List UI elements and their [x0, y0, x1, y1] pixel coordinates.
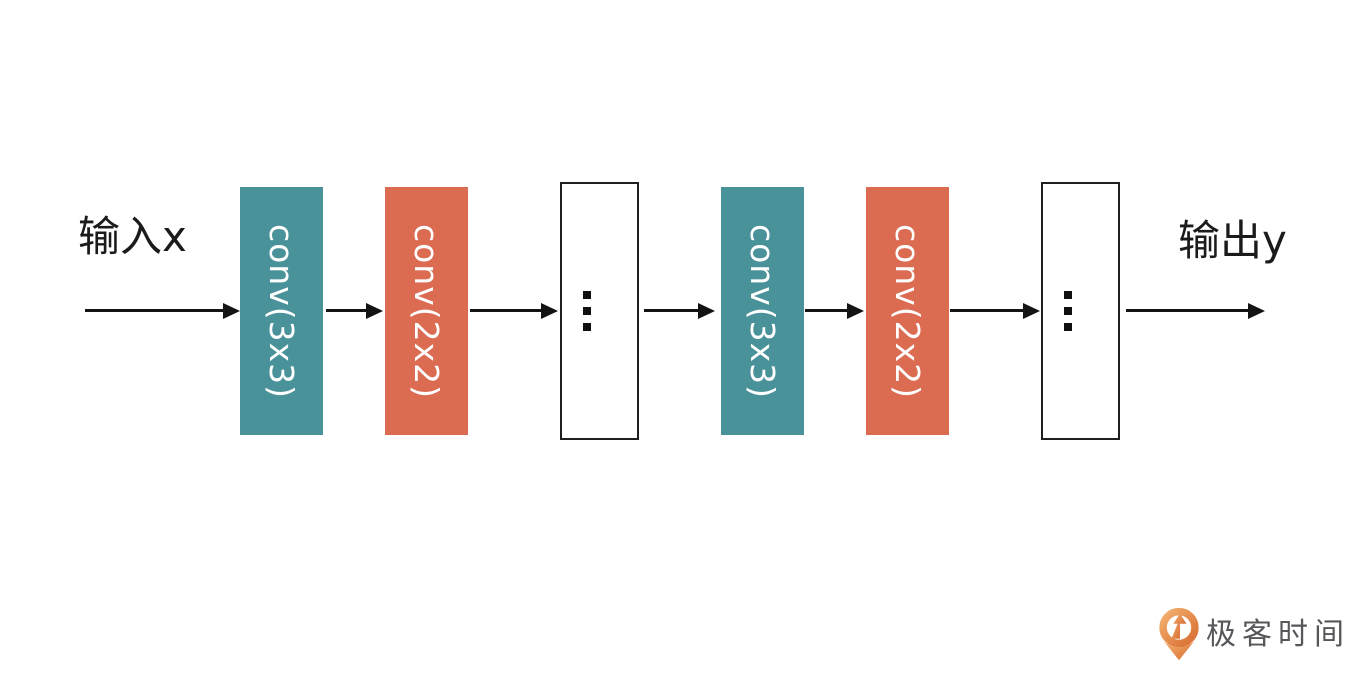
flow-arrow-icon — [805, 309, 848, 312]
flow-arrow-icon — [644, 309, 699, 312]
conv2x2-block-1: conv(2x2) — [385, 187, 468, 435]
ellipsis-block-1 — [560, 182, 639, 440]
input-label: 输入x — [78, 212, 187, 261]
conv-block-label: conv(3x3) — [262, 223, 301, 399]
conv3x3-block-1: conv(3x3) — [240, 187, 323, 435]
flow-arrow-icon — [326, 309, 367, 312]
conv3x3-block-2: conv(3x3) — [721, 187, 804, 435]
vertical-ellipsis-icon — [1063, 291, 1072, 331]
flow-arrow-icon — [950, 309, 1024, 312]
output-label: 输出y — [1178, 216, 1287, 265]
conv-block-label: conv(2x2) — [888, 223, 927, 399]
geektime-logo: 极客时间 — [1158, 606, 1350, 664]
flow-arrow-icon — [470, 309, 542, 312]
geektime-logo-text: 极客时间 — [1206, 617, 1350, 652]
flow-arrow-icon — [1126, 309, 1249, 312]
conv-block-label: conv(3x3) — [743, 223, 782, 399]
geektime-logo-icon — [1159, 607, 1199, 661]
conv2x2-block-2: conv(2x2) — [866, 187, 949, 435]
flow-arrow-icon — [85, 309, 224, 312]
vertical-ellipsis-icon — [582, 291, 591, 331]
ellipsis-block-2 — [1041, 182, 1120, 440]
conv-block-label: conv(2x2) — [407, 223, 446, 399]
